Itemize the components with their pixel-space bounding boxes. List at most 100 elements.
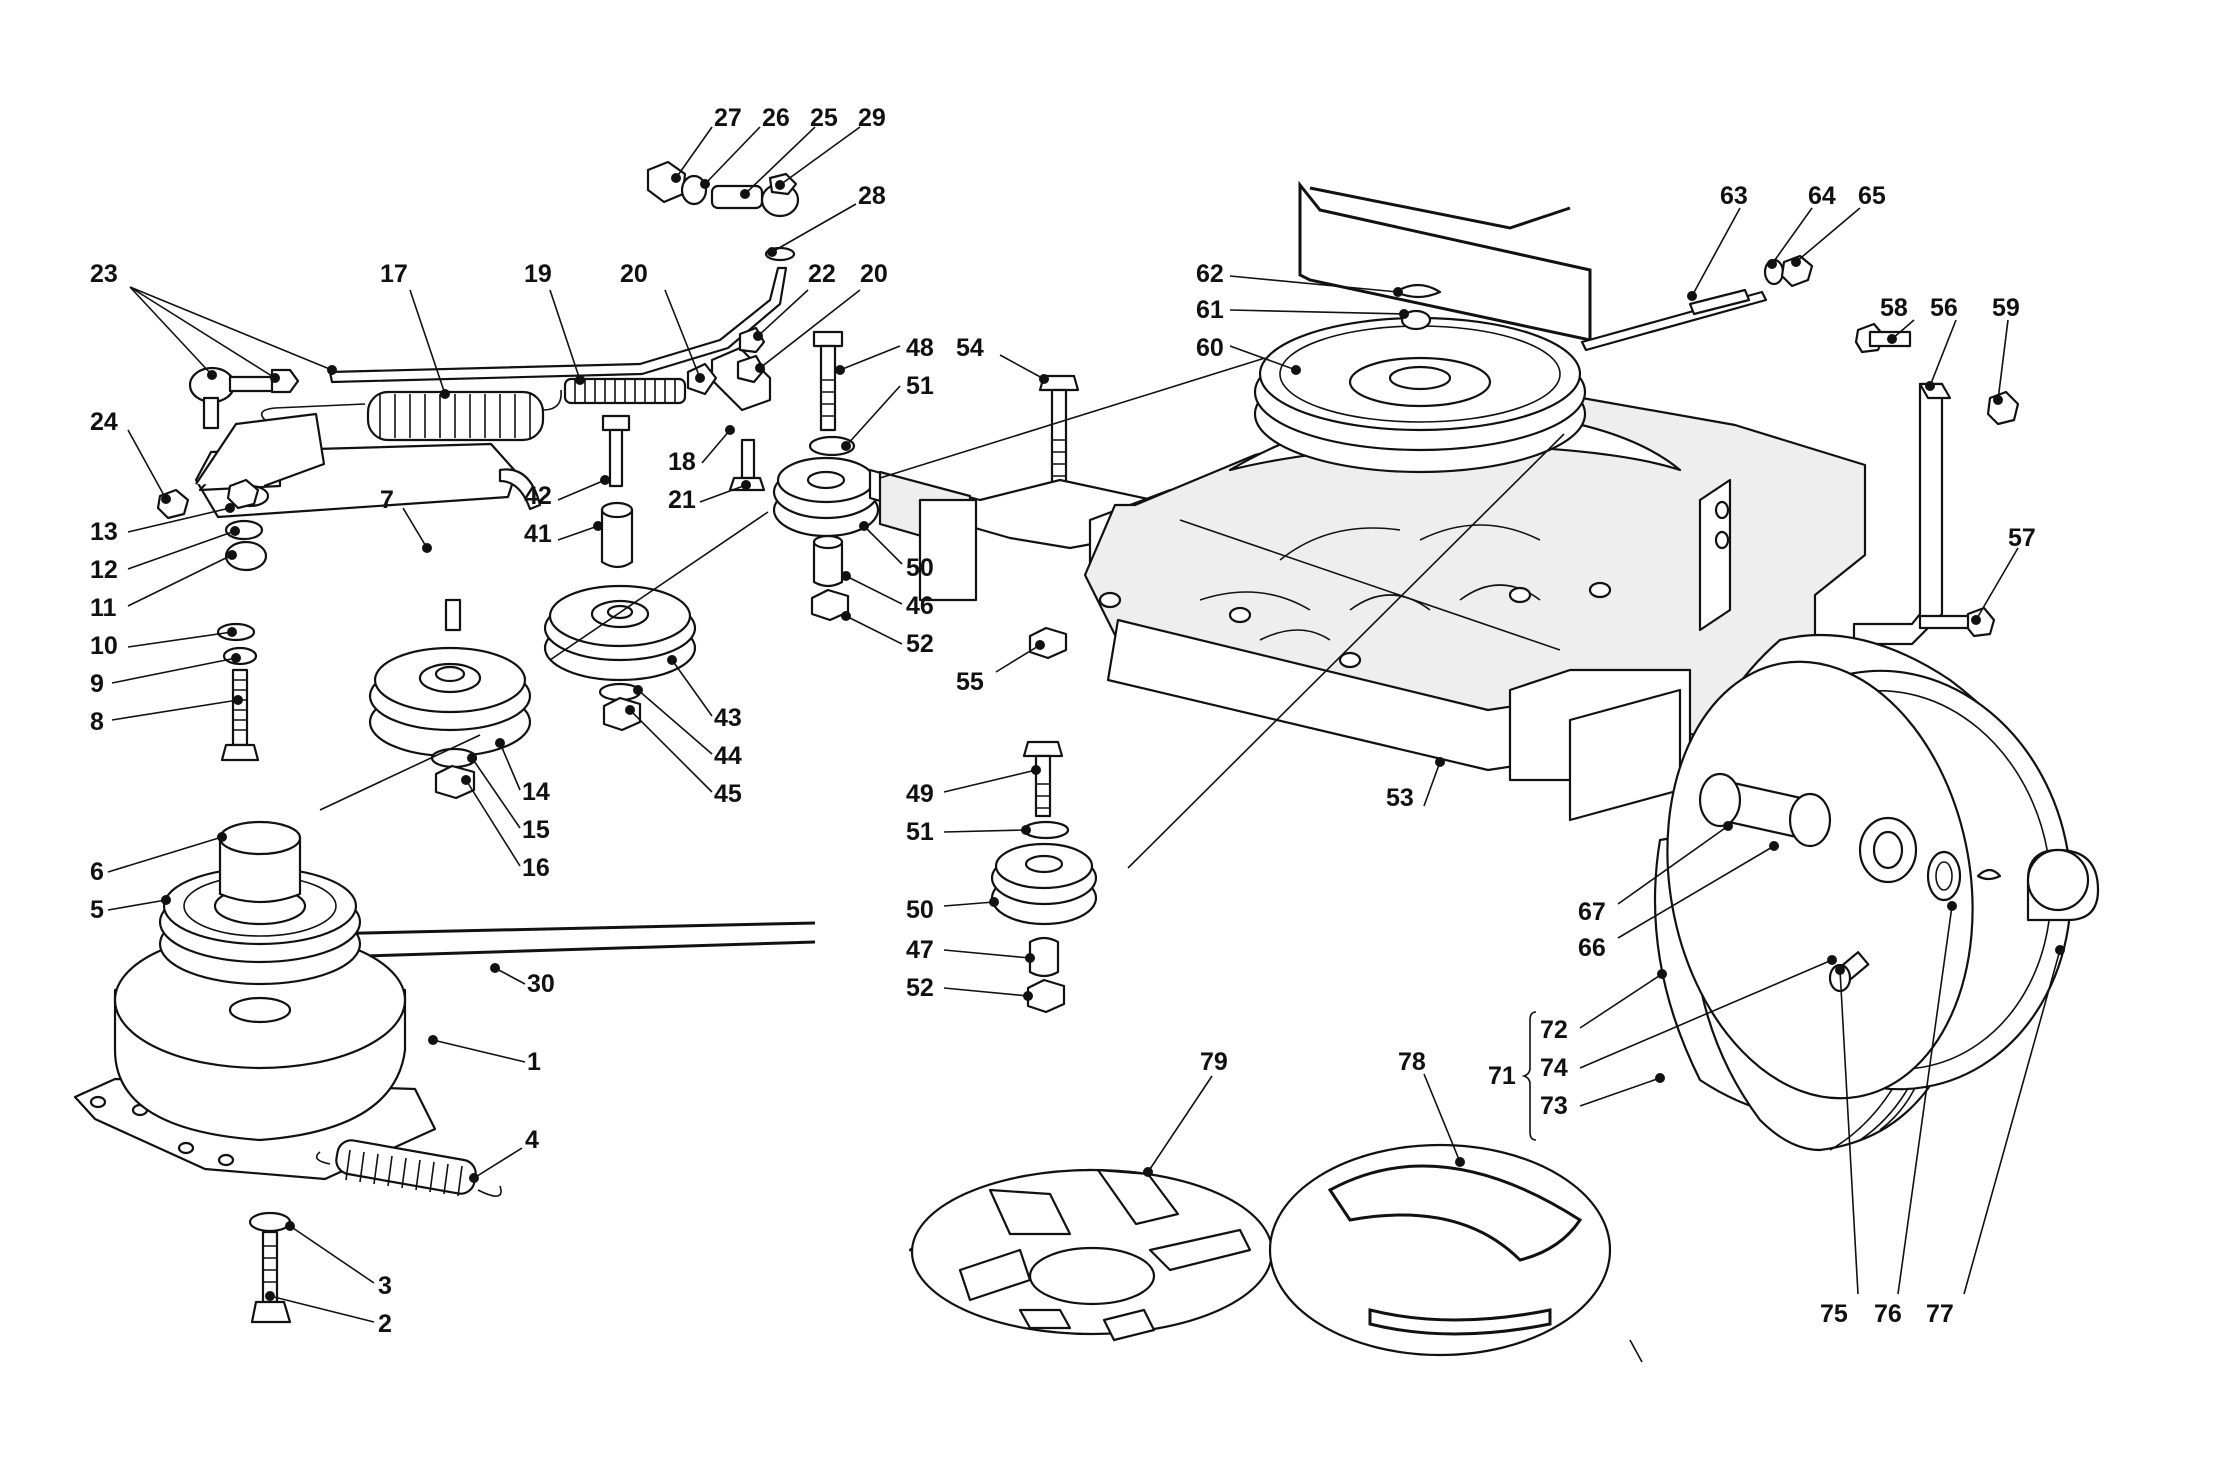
callout-27: 27 (671, 104, 742, 183)
callout-58: 58 (1880, 294, 1915, 344)
callout-label: 50 (906, 554, 934, 582)
callout-label: 64 (1808, 182, 1836, 210)
small-fasteners-left (156, 478, 268, 762)
callout-15: 15 (467, 753, 550, 844)
callout-label: 15 (522, 816, 550, 844)
callout-label: 4 (525, 1126, 539, 1154)
callout-45: 45 (625, 705, 742, 808)
callout-label: 72 (1540, 1016, 1568, 1044)
callout-label: 56 (1930, 294, 1958, 322)
callout-12: 12 (90, 526, 240, 584)
callout-label: 12 (90, 556, 118, 584)
callout-79: 79 (1143, 1048, 1228, 1177)
callout-label: 19 (524, 260, 552, 288)
bolt-54 (1038, 374, 1080, 487)
callout-49: 49 (906, 765, 1041, 808)
ball-joint (188, 366, 300, 430)
callout-label: 24 (90, 408, 118, 436)
callout-label: 11 (90, 594, 117, 622)
bracket-56 (1852, 322, 2020, 646)
callout-label: 14 (522, 778, 550, 806)
callout-label: 48 (906, 334, 934, 362)
callout-41: 41 (524, 520, 603, 548)
callout-label: 41 (524, 520, 552, 548)
callout-label: 45 (714, 780, 742, 808)
callout-77: 77 (1926, 945, 2065, 1328)
callout-44: 44 (633, 685, 742, 770)
transaxle-pulley-60 (1253, 283, 1587, 474)
callout-label: 9 (90, 670, 104, 698)
callout-label: 52 (906, 974, 934, 1002)
callout-17: 17 (380, 260, 450, 399)
callout-42: 42 (524, 475, 610, 510)
callout-11: 11 (90, 550, 237, 622)
callout-24: 24 (90, 408, 171, 504)
callout-61: 61 (1196, 296, 1409, 324)
callout-75: 75 (1820, 965, 1859, 1328)
callout-label: 7 (380, 486, 394, 514)
callouts: 1 2 3 4 5 6 7 8 9 10 11 12 13 14 15 16 1… (90, 104, 2065, 1338)
callout-label: 66 (1578, 934, 1606, 962)
callout-50b: 50 (906, 896, 999, 924)
callout-label: 73 (1540, 1092, 1568, 1120)
callout-48: 48 (835, 334, 934, 375)
callout-label: 27 (714, 104, 742, 132)
callout-13: 13 (90, 503, 235, 546)
callout-label: 8 (90, 708, 104, 736)
callout-54: 54 (956, 334, 1049, 384)
callout-26: 26 (700, 104, 790, 189)
idler-pulley-14 (368, 646, 532, 800)
callout-4: 4 (469, 1126, 539, 1183)
callout-30: 30 (490, 963, 555, 998)
callout-73: 73 (1540, 1073, 1665, 1120)
callout-55: 55 (956, 640, 1045, 696)
callout-label: 47 (906, 936, 934, 964)
callout-1: 1 (428, 1035, 541, 1076)
callout-label: 67 (1578, 898, 1606, 926)
callout-label: 60 (1196, 334, 1224, 362)
callout-label: 50 (906, 896, 934, 924)
callout-29: 29 (775, 104, 886, 190)
spring-17 (260, 389, 562, 442)
callout-76: 76 (1874, 901, 1957, 1328)
callout-63: 63 (1687, 182, 1748, 301)
callout-16: 16 (461, 775, 550, 882)
callout-label: 53 (1386, 784, 1414, 812)
callout-label: 26 (762, 104, 790, 132)
callout-5: 5 (90, 895, 171, 924)
callout-62: 62 (1196, 260, 1403, 297)
callout-28: 28 (767, 182, 886, 257)
idler-pulley-43 (543, 414, 697, 732)
callout-label: 75 (1820, 1300, 1848, 1328)
callout-6: 6 (90, 832, 227, 886)
callout-label: 76 (1874, 1300, 1902, 1328)
callout-64: 64 (1767, 182, 1836, 269)
callout-71: 71 (1488, 1011, 1537, 1141)
callout-21: 21 (668, 480, 751, 514)
callout-3: 3 (285, 1221, 392, 1300)
callout-label: 46 (906, 592, 934, 620)
callout-74: 74 (1540, 955, 1837, 1082)
callout-label: 59 (1992, 294, 2020, 322)
callout-label: 52 (906, 630, 934, 658)
callout-51b: 51 (906, 818, 1031, 846)
electric-clutch-1 (73, 820, 437, 1324)
callout-label: 65 (1858, 182, 1886, 210)
callout-label: 44 (714, 742, 742, 770)
hub-cap-79 (908, 1168, 1274, 1342)
callout-65: 65 (1791, 182, 1886, 267)
wire-frame (1298, 180, 1592, 342)
callout-19: 19 (524, 260, 585, 385)
callout-label: 20 (620, 260, 648, 288)
callout-label: 51 (906, 818, 934, 846)
callout-25: 25 (740, 104, 838, 199)
upper-fastener-set (646, 160, 800, 262)
callout-label: 21 (668, 486, 696, 514)
callout-50a: 50 (859, 521, 934, 582)
pulley-50-lower (990, 740, 1098, 1014)
parts-drawing (73, 160, 2100, 1363)
callout-label: 54 (956, 334, 984, 362)
callout-18: 18 (668, 425, 735, 476)
callout-label: 16 (522, 854, 550, 882)
callout-label: 29 (858, 104, 886, 132)
